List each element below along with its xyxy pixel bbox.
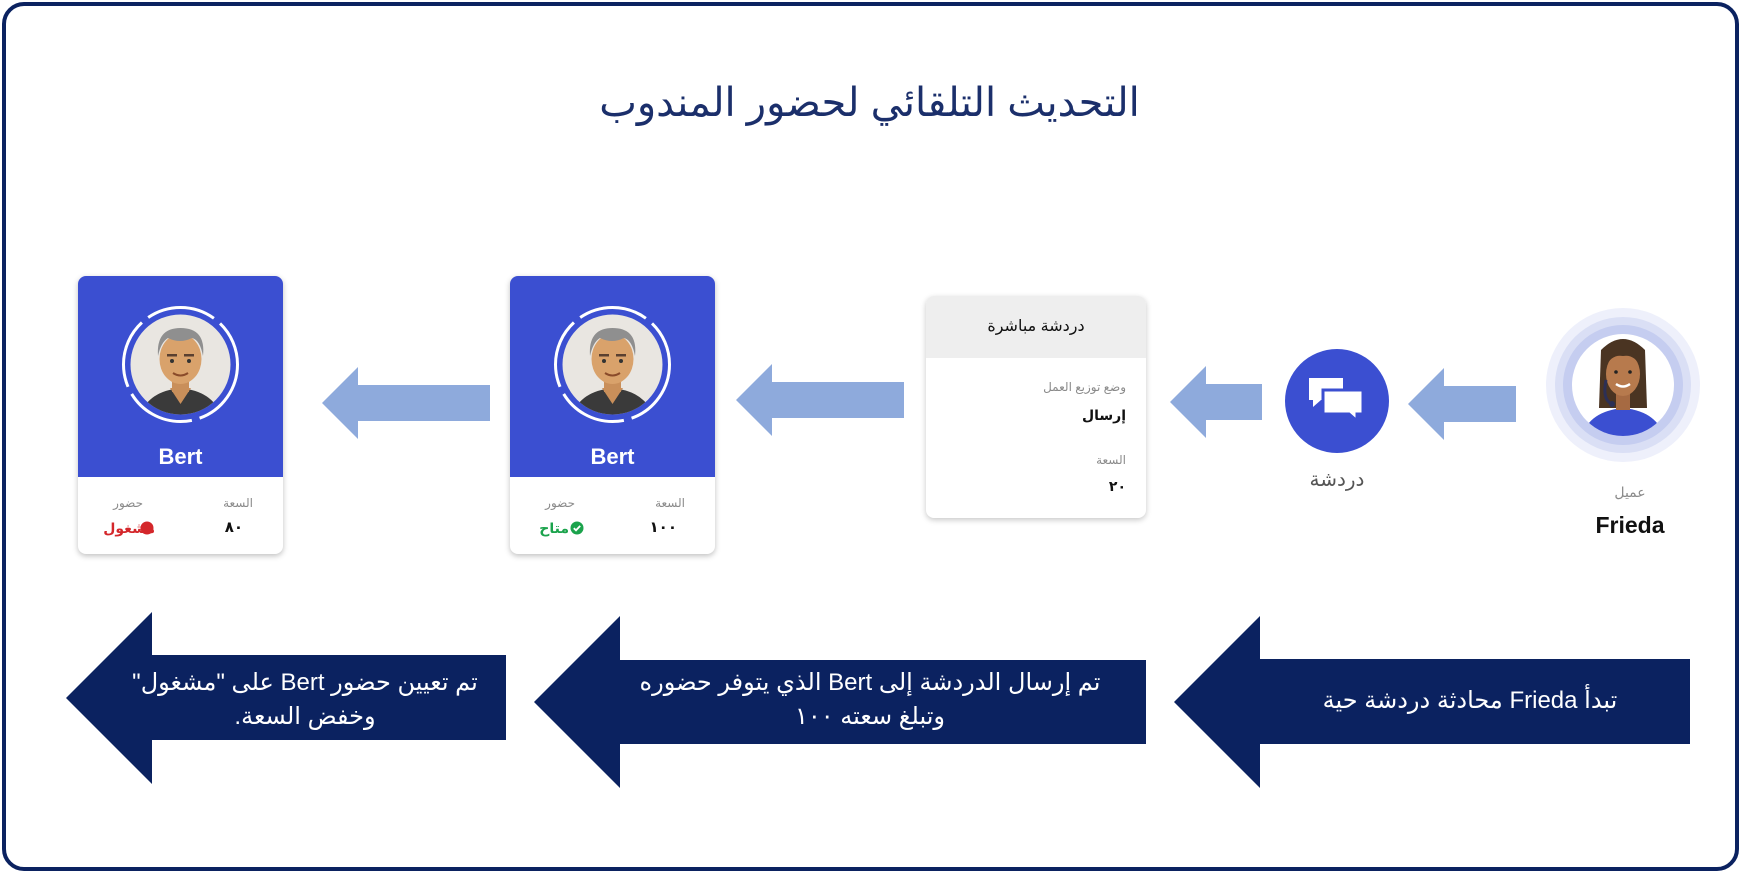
step-2-text: تم إرسال الدردشة إلى Bert الذي يتوفر حضو…	[639, 669, 1101, 730]
live-chat-card: دردشة مباشرة وضع توزيع العمل إرسال السعة…	[926, 296, 1146, 518]
busy-dot-icon	[140, 521, 154, 535]
distribution-mode-value: إرسال	[1081, 407, 1126, 423]
agent-name: Bert	[158, 444, 203, 469]
distribution-mode-label: وضع توزيع العمل	[1043, 380, 1126, 394]
presence-label: حضور	[545, 496, 575, 510]
customer-role: عميل	[1614, 484, 1646, 500]
flow-arrow-icon	[1408, 368, 1516, 440]
live-chat-header: دردشة مباشرة	[987, 318, 1085, 335]
capacity-label: السعة	[1096, 453, 1126, 467]
presence-label: حضور	[113, 496, 143, 510]
flow-arrow-icon	[736, 364, 904, 436]
agent-card-available: Bert السعة ١٠٠ حضور متاح	[510, 276, 715, 554]
capacity-label: السعة	[223, 496, 253, 510]
agent-card-busy: Bert السعة ٨٠ حضور مشغول	[78, 276, 283, 554]
chat-channel-label: دردشة	[1309, 469, 1365, 491]
capacity-label: السعة	[655, 496, 685, 510]
agent-avatar-icon	[122, 306, 239, 423]
step-arrow	[66, 612, 506, 784]
customer-avatar	[1546, 308, 1700, 462]
capacity-value: ١٠٠	[649, 519, 677, 536]
chat-channel	[1285, 349, 1389, 453]
step-arrow	[1174, 616, 1690, 788]
customer-name: Frieda	[1595, 512, 1665, 538]
chat-bubbles-icon	[1309, 378, 1365, 425]
flow-arrow-icon	[322, 367, 490, 439]
step-1-text: تبدأ Frieda محادثة دردشة حية	[1322, 687, 1618, 714]
customer-avatar-icon	[1546, 308, 1700, 462]
presence-value: متاح	[539, 520, 569, 536]
diagram-title: التحديث التلقائي لحضور المندوب	[599, 81, 1140, 125]
agent-avatar-icon	[554, 306, 671, 423]
flow-arrow-icon	[1170, 366, 1262, 438]
step-arrow	[534, 616, 1146, 788]
capacity-value: ٢٠	[1108, 478, 1126, 494]
agent-name: Bert	[590, 444, 635, 469]
capacity-value: ٨٠	[224, 519, 243, 536]
step-3-text: تم تعيين حضور Bert على "مشغول" وخفض السع…	[132, 669, 478, 730]
check-circle-icon	[570, 521, 584, 535]
